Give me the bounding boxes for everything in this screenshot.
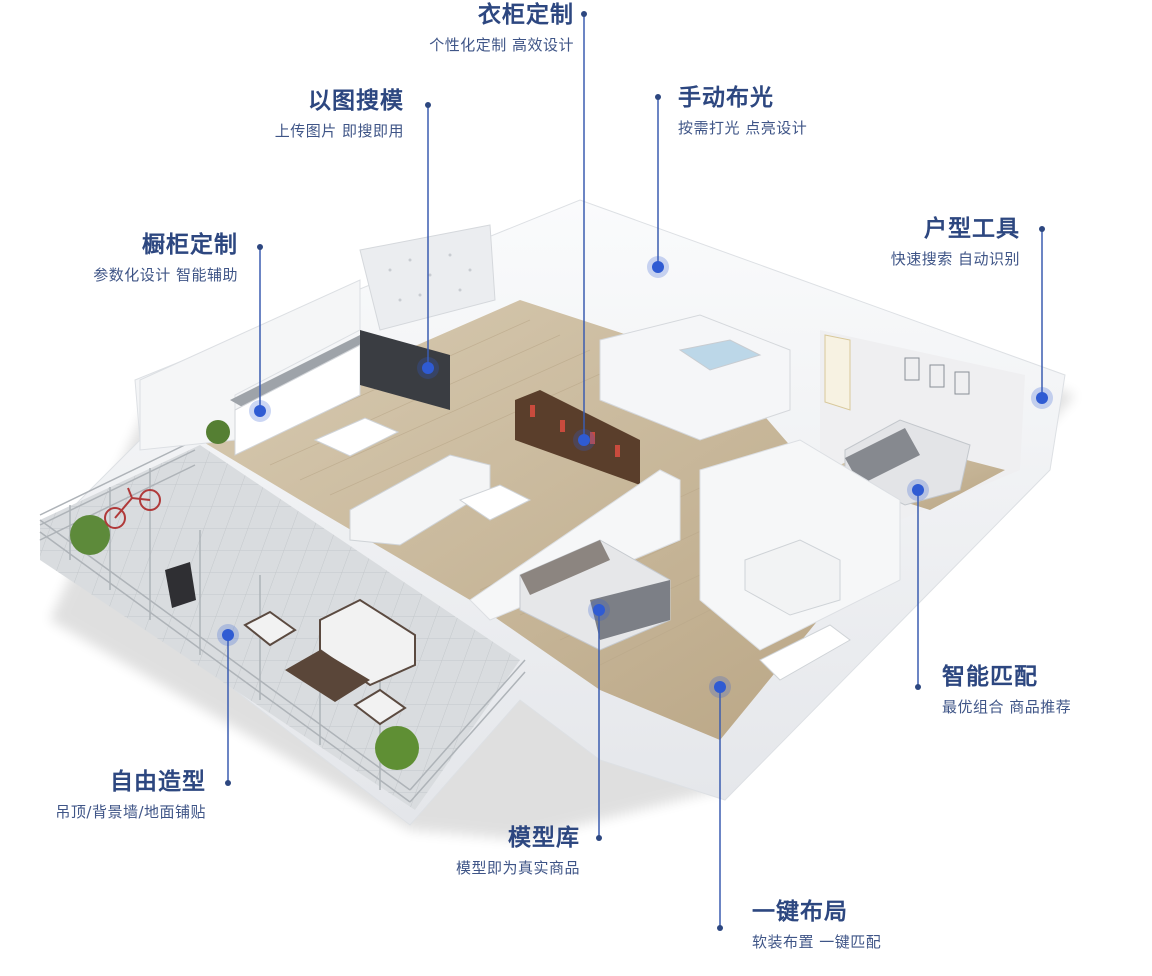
terrace-railing bbox=[39, 439, 526, 803]
hotspot-floorplan-tool bbox=[1031, 387, 1053, 409]
callout-model-library: 模型库 模型即为真实商品 bbox=[456, 823, 580, 879]
wall-frame-2 bbox=[929, 364, 945, 388]
callout-subtitle: 吊顶/背景墙/地面铺贴 bbox=[55, 803, 206, 821]
callout-title: 户型工具 bbox=[924, 216, 1020, 242]
callout-subtitle: 参数化设计 智能辅助 bbox=[93, 266, 238, 284]
callout-subtitle: 最优组合 商品推荐 bbox=[942, 698, 1072, 716]
hotspot-free-modeling bbox=[217, 624, 239, 646]
callout-one-click-layout: 一键布局 软装布置 一键匹配 bbox=[752, 897, 881, 953]
callout-title: 手动布光 bbox=[678, 85, 774, 111]
callout-title: 一键布局 bbox=[752, 899, 848, 925]
callout-subtitle: 快速搜索 自动识别 bbox=[890, 250, 1020, 268]
callout-floorplan-tool: 户型工具 快速搜索 自动识别 bbox=[891, 214, 1020, 270]
hotspot-model-library bbox=[588, 599, 610, 621]
callout-title: 橱柜定制 bbox=[142, 232, 238, 258]
coffee-table bbox=[458, 484, 532, 521]
hotspot-manual-lighting bbox=[647, 256, 669, 278]
lit-mirror bbox=[824, 334, 851, 411]
hotspot-cabinet bbox=[249, 400, 271, 422]
hotspot-wardrobe bbox=[573, 429, 595, 451]
kitchen-cabinets bbox=[234, 344, 361, 456]
outdoor-chair-1 bbox=[243, 610, 297, 647]
callout-smart-match: 智能匹配 最优组合 商品推荐 bbox=[942, 662, 1071, 718]
plant-2 bbox=[375, 726, 419, 770]
outdoor-table bbox=[285, 650, 370, 702]
dining-table bbox=[313, 417, 400, 457]
study-desk bbox=[759, 624, 851, 681]
callout-subtitle: 个性化定制 高效设计 bbox=[429, 36, 574, 54]
tile-speckles bbox=[388, 253, 472, 302]
callout-image-search: 以图搜模 上传图片 即搜即用 bbox=[275, 86, 404, 142]
callout-lines bbox=[227, 14, 1043, 928]
kitchen-wall bbox=[139, 279, 361, 451]
callout-subtitle: 模型即为真实商品 bbox=[455, 859, 580, 877]
plant-3 bbox=[206, 420, 230, 444]
books bbox=[530, 405, 620, 457]
bookshelf bbox=[515, 390, 640, 485]
callout-title: 自由造型 bbox=[110, 769, 206, 795]
hotspot-markers bbox=[217, 256, 1053, 698]
hotspot-image-search bbox=[417, 357, 439, 379]
bed-headboard bbox=[520, 540, 610, 595]
hotspot-smart-match bbox=[907, 479, 929, 501]
bed-blanket bbox=[590, 580, 670, 640]
callout-title: 衣柜定制 bbox=[478, 2, 574, 28]
grill bbox=[165, 562, 196, 608]
callout-free-modeling: 自由造型 吊顶/背景墙/地面铺贴 bbox=[55, 767, 206, 823]
callout-cabinet: 橱柜定制 参数化设计 智能辅助 bbox=[93, 230, 238, 286]
bathtub bbox=[678, 339, 762, 371]
master-bed-blanket bbox=[845, 428, 920, 485]
callout-subtitle: 上传图片 即搜即用 bbox=[274, 122, 404, 140]
callout-title: 模型库 bbox=[508, 825, 580, 851]
callout-wardrobe: 衣柜定制 个性化定制 高效设计 bbox=[429, 0, 574, 56]
wall-frame-1 bbox=[904, 357, 920, 381]
plant-1 bbox=[70, 515, 110, 555]
callout-manual-lighting: 手动布光 按需打光 点亮设计 bbox=[678, 83, 807, 139]
callout-title: 智能匹配 bbox=[942, 664, 1038, 690]
line-end-dots bbox=[225, 11, 1045, 931]
wall-frame-3 bbox=[954, 371, 970, 395]
guest-sofa bbox=[744, 539, 841, 616]
callout-title: 以图搜模 bbox=[308, 88, 404, 114]
hotspot-one-click-layout bbox=[709, 676, 731, 698]
outdoor-chair-2 bbox=[353, 688, 407, 726]
bicycle bbox=[104, 487, 161, 529]
callout-subtitle: 按需打光 点亮设计 bbox=[678, 119, 808, 137]
callout-subtitle: 软装布置 一键匹配 bbox=[752, 933, 882, 951]
